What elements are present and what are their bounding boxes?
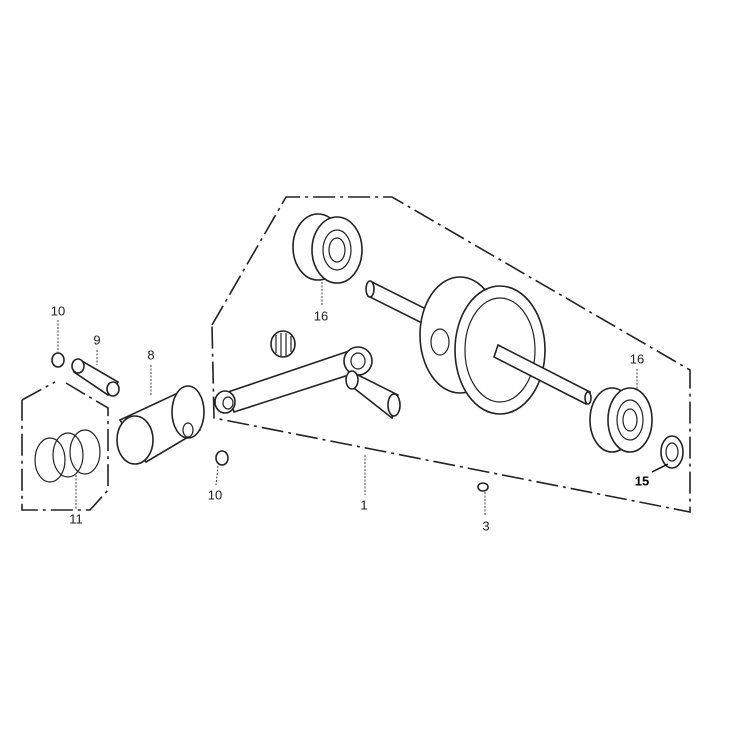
assembly-boundary-rings: [21, 381, 109, 511]
bearing-right-part: [589, 387, 653, 453]
callout-8: 8: [147, 347, 155, 363]
callout-11: 11: [69, 511, 83, 527]
woodruff-key-part: [477, 482, 489, 492]
callout-1: 1: [360, 497, 368, 513]
callout-15: 15: [634, 473, 650, 489]
oil-seal-part: [660, 435, 684, 469]
callout-16-left: 16: [313, 308, 329, 324]
callout-9: 9: [93, 332, 101, 348]
piston-clip-top-part: [51, 352, 65, 368]
callout-16-right: 16: [629, 351, 645, 367]
piston-pin-part: [71, 358, 120, 397]
callout-3: 3: [482, 518, 490, 534]
needle-bearing-part: [270, 330, 296, 358]
crankshaft-part: [365, 276, 592, 415]
piston-part: [116, 385, 205, 465]
assembly-boundary-crankshaft: [211, 196, 691, 513]
piston-rings-part: [34, 429, 101, 483]
callout-10-top: 10: [50, 303, 66, 319]
bearing-left-part: [292, 213, 363, 284]
crank-pin-part: [345, 370, 401, 420]
callout-10-bottom: 10: [207, 487, 223, 503]
piston-clip-bottom-part: [215, 450, 229, 466]
